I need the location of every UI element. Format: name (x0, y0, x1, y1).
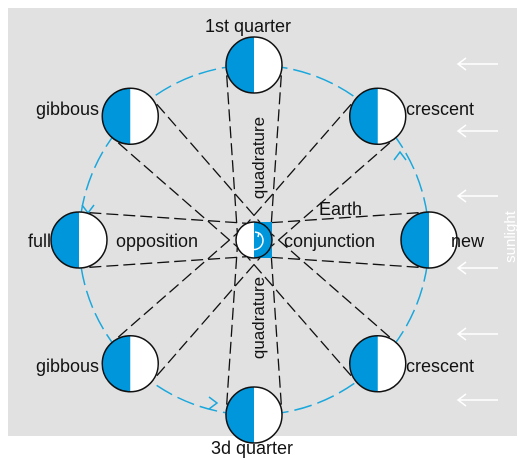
label-quadrature-bottom: quadrature (249, 277, 268, 359)
moon-1st-quarter (225, 36, 283, 94)
label-crescent-top: crescent (406, 99, 474, 119)
moon-outline (225, 36, 283, 94)
sunlight-arrow-icon (456, 261, 498, 275)
moon-outline (101, 334, 160, 393)
label-full: full (28, 231, 51, 251)
label-third-quarter: 3d quarter (211, 438, 293, 458)
label-sunlight: sunlight (502, 210, 519, 263)
moon-dark-half (226, 387, 254, 443)
sight-line (269, 64, 283, 241)
sight-line (78, 255, 255, 269)
moon-dark-half (102, 335, 131, 392)
sight-lines (78, 64, 430, 416)
moon-outline (101, 87, 160, 146)
sight-line (110, 135, 243, 252)
sight-line (242, 251, 359, 384)
moon-gibbous (101, 334, 160, 393)
moon-outline (225, 386, 283, 444)
moon-outline (50, 211, 108, 269)
sight-line (253, 211, 430, 225)
orbit-arrow-icon (393, 150, 407, 161)
sunlight-arrow-icon (456, 393, 498, 407)
sight-line (269, 239, 283, 416)
moon-crescent (348, 334, 407, 393)
sunlight-arrow-icon (456, 124, 498, 138)
moons (50, 36, 458, 444)
earth-rotation-arrow-icon (248, 232, 264, 251)
sunlight-arrow-icon (456, 57, 498, 71)
moon-crescent (348, 87, 407, 146)
sight-line (242, 96, 359, 229)
label-quadrature-top: quadrature (249, 117, 268, 199)
moon-outline (400, 211, 458, 269)
sight-line (225, 239, 239, 416)
sight-line (149, 96, 266, 229)
sight-line (265, 228, 398, 345)
label-gibbous-bottom: gibbous (36, 356, 99, 376)
moon-dark-half (102, 88, 131, 145)
label-earth: Earth (319, 199, 362, 219)
moon-gibbous (101, 87, 160, 146)
sight-line (78, 211, 255, 225)
label-crescent-bottom: crescent (406, 356, 474, 376)
sunlight-arrow-icon (456, 189, 498, 203)
moon-dark-half (401, 212, 429, 268)
moon-outline (348, 87, 407, 146)
moon-outline (348, 334, 407, 393)
sunlight-arrow-icon (456, 327, 498, 341)
moon-full (50, 211, 108, 269)
label-opposition: opposition (116, 231, 198, 251)
sight-line (265, 135, 398, 252)
moon-dark-half (51, 212, 79, 268)
label-new: new (451, 231, 485, 251)
label-first-quarter: 1st quarter (205, 16, 291, 36)
moon-dark-half (226, 37, 254, 93)
moon-dark-half (349, 88, 378, 145)
moon-3d-quarter (225, 386, 283, 444)
moon-dark-half (349, 335, 378, 392)
earth (235, 221, 273, 259)
sunlight-arrows (456, 57, 498, 407)
sight-line (225, 64, 239, 241)
label-conjunction: conjunction (284, 231, 375, 251)
sight-line (149, 251, 266, 384)
orbit-arrow-icon (208, 396, 219, 410)
moon-new (400, 211, 458, 269)
label-gibbous-top: gibbous (36, 99, 99, 119)
sight-line (110, 228, 243, 345)
sight-line (253, 255, 430, 269)
